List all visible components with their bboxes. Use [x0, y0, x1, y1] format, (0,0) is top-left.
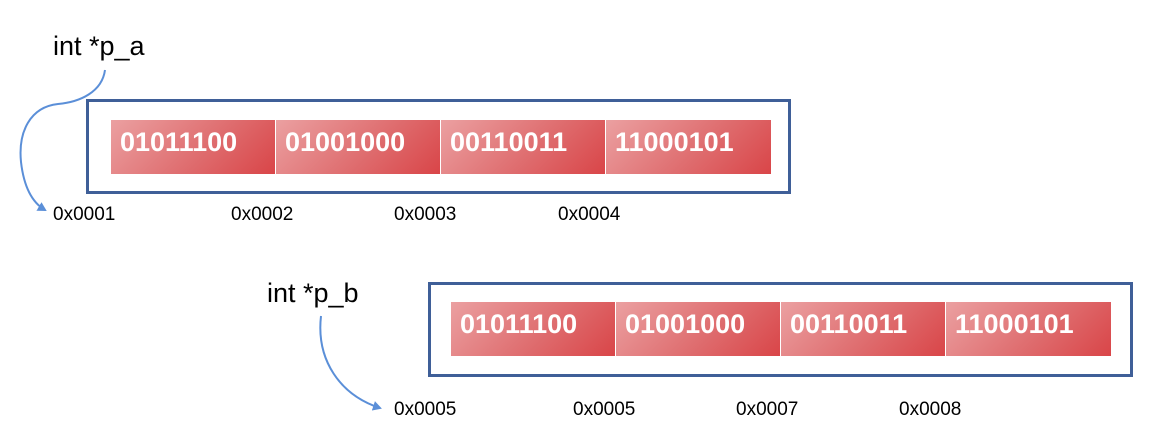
pointer-b-byte-row: 01011100 01001000 00110011 11000101 [451, 302, 1111, 356]
pointer-a-address-2: 0x0002 [231, 204, 294, 225]
pointer-a-byte-row: 01011100 01001000 00110011 11000101 [111, 120, 771, 174]
pointer-b-address-3: 0x0007 [736, 399, 799, 420]
pointer-b-address-1: 0x0005 [394, 399, 457, 420]
pointer-b-byte-1: 01011100 [451, 302, 616, 356]
pointer-b-arrow [319, 315, 382, 411]
pointer-a-arrow [19, 69, 106, 212]
pointer-a-byte-4: 11000101 [606, 120, 771, 174]
pointer-b-label: int *p_b [267, 278, 359, 308]
pointer-a-byte-1: 01011100 [111, 120, 276, 174]
pointer-a-address-4: 0x0004 [558, 204, 621, 225]
pointer-a-address-3: 0x0003 [394, 204, 457, 225]
pointer-b-byte-2: 01001000 [616, 302, 781, 356]
pointer-a-address-1: 0x0001 [53, 204, 116, 225]
pointer-b-byte-4: 11000101 [946, 302, 1111, 356]
pointer-a-label: int *p_a [53, 31, 145, 61]
pointer-a-byte-2: 01001000 [276, 120, 441, 174]
pointer-a-byte-3: 00110011 [441, 120, 606, 174]
pointer-b-address-4: 0x0008 [899, 399, 962, 420]
pointer-b-address-2: 0x0005 [573, 399, 636, 420]
pointer-b-byte-3: 00110011 [781, 302, 946, 356]
